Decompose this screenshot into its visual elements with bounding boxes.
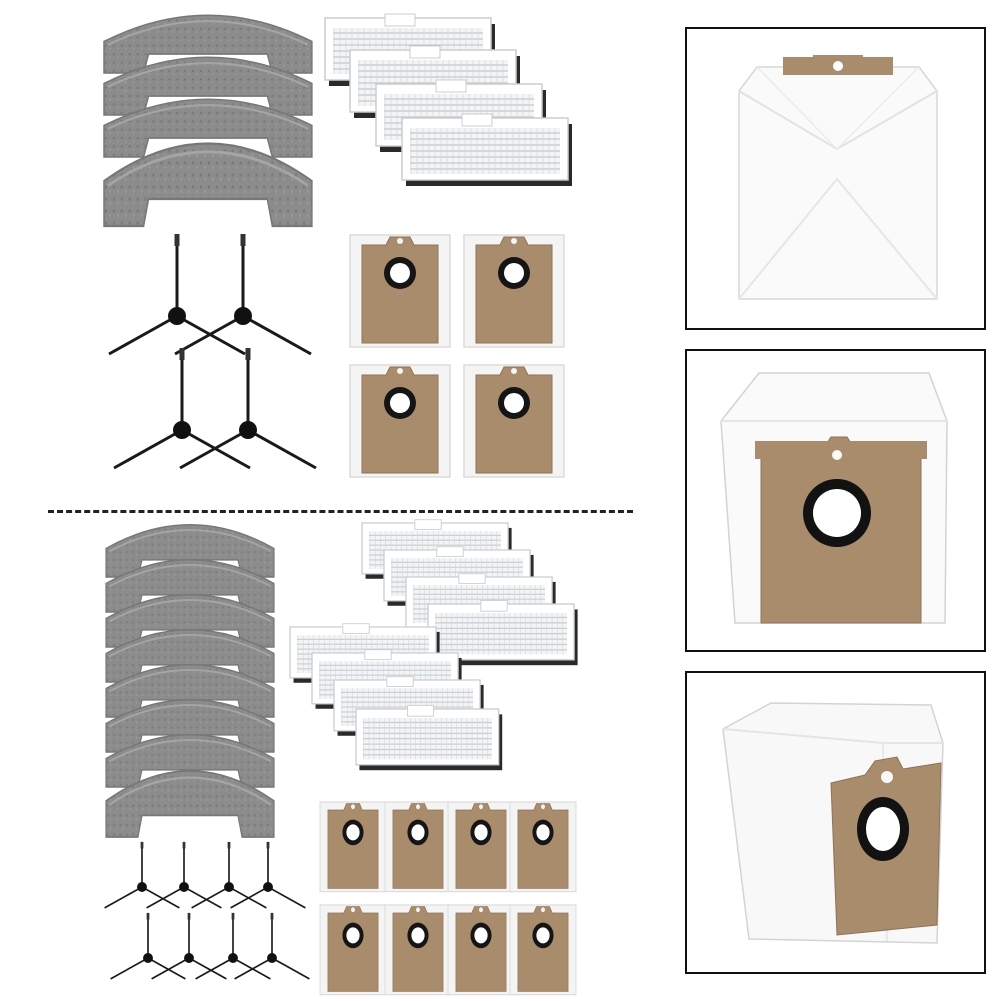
dust-bag-icon bbox=[463, 364, 565, 478]
hepa-filter-icon bbox=[355, 704, 503, 771]
dust-bag-icon bbox=[319, 801, 387, 893]
side-brush-icon bbox=[109, 911, 187, 981]
side-brush-icon bbox=[180, 348, 316, 468]
side-brush-icon bbox=[109, 234, 245, 354]
top-set-illustration bbox=[102, 13, 573, 478]
bag-front-view-panel bbox=[685, 349, 986, 652]
dust-bag-icon bbox=[349, 234, 451, 348]
bottom-set bbox=[0, 515, 640, 1001]
side-brush-icon bbox=[150, 911, 228, 981]
side-brush-icon bbox=[175, 234, 311, 354]
dust-bag-icon bbox=[349, 364, 451, 478]
dust-bag-icon bbox=[384, 904, 452, 996]
bottom-set-illustration bbox=[103, 519, 579, 996]
bag-back-view-panel bbox=[685, 27, 986, 330]
dust-bag-icon bbox=[384, 801, 452, 893]
bag-angled-view bbox=[722, 702, 944, 944]
dust-bag-icon bbox=[509, 801, 577, 893]
side-brush-icon bbox=[103, 840, 181, 910]
dust-bag-icon bbox=[463, 234, 565, 348]
dust-bag-icon bbox=[447, 801, 515, 893]
bag-back-view bbox=[738, 55, 938, 300]
section-divider bbox=[48, 510, 633, 513]
hepa-filter-icon bbox=[401, 113, 573, 187]
side-brush-icon bbox=[194, 911, 272, 981]
dust-bag-icon bbox=[447, 904, 515, 996]
dust-bag-icon bbox=[319, 904, 387, 996]
side-brush-icon bbox=[114, 348, 250, 468]
side-brush-icon bbox=[229, 840, 307, 910]
bag-angled-view-panel bbox=[685, 671, 986, 974]
top-set bbox=[0, 0, 640, 505]
bag-front-view bbox=[720, 372, 948, 624]
side-brush-icon bbox=[233, 911, 311, 981]
dust-bag-icon bbox=[509, 904, 577, 996]
